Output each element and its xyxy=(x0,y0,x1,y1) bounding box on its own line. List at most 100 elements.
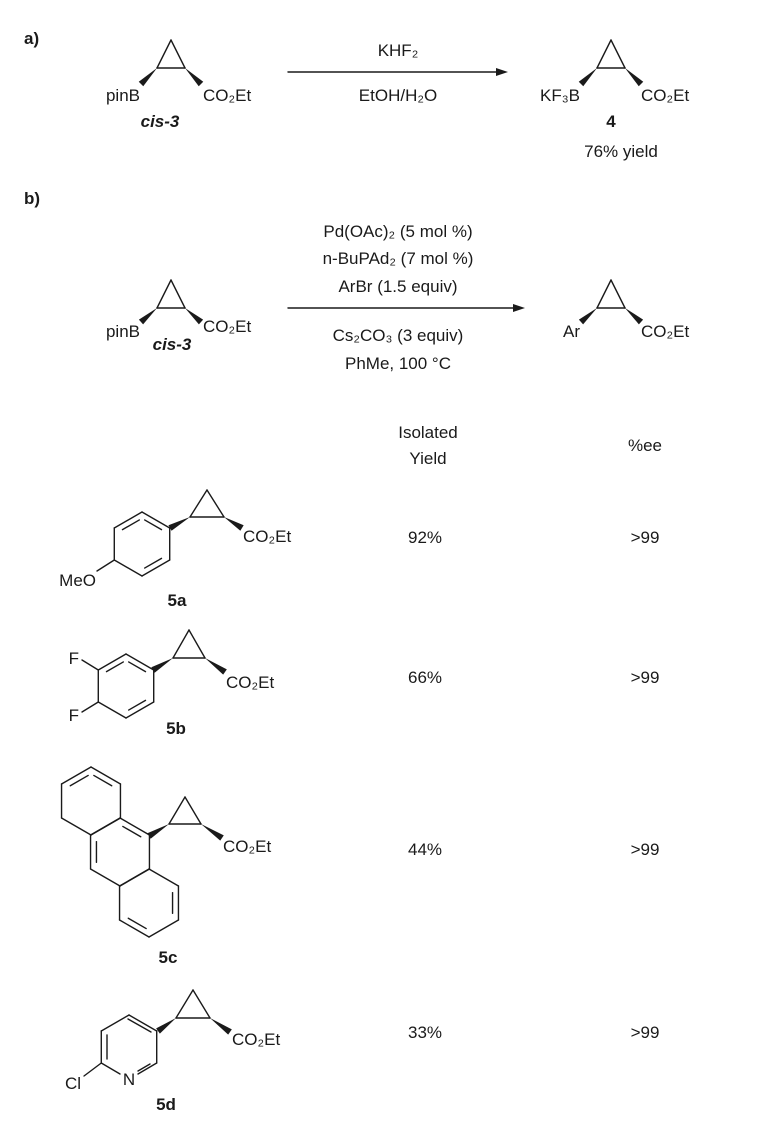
ring-bond xyxy=(141,559,171,577)
fluoro-bond xyxy=(81,701,99,713)
wedge-bond xyxy=(138,308,157,325)
cyclopropane-bond xyxy=(170,39,186,69)
5c-label: 5c xyxy=(159,948,178,967)
ring-bond xyxy=(90,766,122,785)
condition-base: Cs₂CO₃ (3 equiv) xyxy=(333,326,464,345)
cyclopropane-bond xyxy=(610,39,626,69)
chloro-bond xyxy=(83,1062,102,1077)
5d-chloro: Cl xyxy=(65,1074,81,1093)
ring-bond xyxy=(113,559,143,577)
cyclopropane-bond xyxy=(206,489,225,518)
reaction-arrow-head xyxy=(496,68,508,76)
double-bond-line xyxy=(105,661,125,673)
cyclopropane-bond xyxy=(184,796,202,825)
5d-label: 5d xyxy=(156,1095,176,1114)
5a-yield: 92% xyxy=(408,528,442,547)
product-b-ester: CO₂Et xyxy=(641,322,689,341)
ring-bond xyxy=(100,1062,121,1075)
condition-arbr: ArBr (1.5 equiv) xyxy=(338,277,457,296)
ring-bond xyxy=(119,817,151,836)
product-4-yield: 76% yield xyxy=(584,142,658,161)
header-isolated: Isolated xyxy=(398,423,458,442)
reactant-b-name: cis-3 xyxy=(153,335,192,354)
ring-bond xyxy=(125,701,155,719)
product-4-number: 4 xyxy=(606,112,616,131)
5d-nitrogen: N xyxy=(123,1070,135,1089)
double-bond-line xyxy=(69,774,89,787)
double-bond-line xyxy=(127,699,147,711)
cyclopropane-bond xyxy=(610,279,626,309)
ring-bond xyxy=(137,1062,158,1075)
ring-bond xyxy=(128,1014,158,1032)
reagent-khf2: KHF₂ xyxy=(378,41,419,60)
5d-ee: >99 xyxy=(631,1023,660,1042)
fluoro-bond xyxy=(81,659,99,671)
reactant-a-name: cis-3 xyxy=(141,112,180,131)
reactant-b-ester: CO₂Et xyxy=(203,317,251,336)
wedge-bond xyxy=(205,658,227,675)
ring-bond xyxy=(148,919,180,938)
cyclopropane-bond xyxy=(189,489,208,518)
cyclopropane-bond xyxy=(596,39,612,69)
product-b-ar: Ar xyxy=(563,322,580,341)
wedge-bond xyxy=(625,68,644,87)
ring-bond xyxy=(100,1014,130,1032)
5b-ee: >99 xyxy=(631,668,660,687)
5b-label: 5b xyxy=(166,719,186,738)
ring-bond xyxy=(125,653,155,671)
condition-ligand: n-BuPAd₂ (7 mol %) xyxy=(323,249,474,268)
reactant-a-ester: CO₂Et xyxy=(203,86,251,105)
cyclopropane-bond xyxy=(596,279,612,309)
wedge-bond xyxy=(210,1018,232,1035)
wedge-bond xyxy=(578,68,597,87)
wedge-bond xyxy=(201,824,224,841)
ring-bond xyxy=(89,817,121,836)
double-bond-line xyxy=(121,519,141,531)
header-yield: Yield xyxy=(409,449,446,468)
5c-yield: 44% xyxy=(408,840,442,859)
ring-bond xyxy=(60,766,92,785)
methoxy-bond xyxy=(96,559,115,572)
double-bond-line xyxy=(137,1063,151,1072)
5a-label: 5a xyxy=(168,591,187,610)
double-bond-line xyxy=(122,825,142,838)
5b-yield: 66% xyxy=(408,668,442,687)
cyclopropane-bond xyxy=(168,796,186,825)
double-bond-line xyxy=(143,519,163,531)
5d-ester: CO₂Et xyxy=(232,1030,280,1049)
solvent-etoh-water: EtOH/H₂O xyxy=(359,86,437,105)
product-4-kf3b: KF₃B xyxy=(540,86,580,105)
wedge-bond xyxy=(185,308,204,325)
double-bond-line xyxy=(143,557,163,569)
5c-ee: >99 xyxy=(631,840,660,859)
cyclopropane-bond xyxy=(156,279,172,309)
ring-bond xyxy=(118,919,150,938)
product-4-ester: CO₂Et xyxy=(641,86,689,105)
double-bond-line xyxy=(127,1018,152,1033)
5a-ee: >99 xyxy=(631,528,660,547)
cyclopropane-bond xyxy=(192,989,211,1019)
5c-ester: CO₂Et xyxy=(223,837,271,856)
5a-methoxy: MeO xyxy=(59,571,96,590)
condition-pd: Pd(OAc)₂ (5 mol %) xyxy=(323,222,472,241)
wedge-bond xyxy=(151,658,173,673)
ring-bond xyxy=(118,868,150,887)
wedge-bond xyxy=(625,308,644,325)
header-ee: %ee xyxy=(628,436,662,455)
wedge-bond xyxy=(224,517,244,531)
reactant-a-pinb: pinB xyxy=(106,86,140,105)
structure-bonds xyxy=(60,39,644,1077)
5b-fluoro-3: F xyxy=(69,649,79,668)
ring-bond xyxy=(89,868,121,887)
ring-bond xyxy=(97,653,127,671)
condition-solvent-temp: PhMe, 100 °C xyxy=(345,354,451,373)
double-bond-line xyxy=(93,774,113,787)
cyclopropane-bond xyxy=(188,629,206,659)
double-bond-line xyxy=(127,661,147,673)
part-a-label: a) xyxy=(24,29,39,48)
5b-ester: CO₂Et xyxy=(226,673,274,692)
ring-bond xyxy=(141,511,171,529)
cyclopropane-bond xyxy=(156,39,172,69)
5d-yield: 33% xyxy=(408,1023,442,1042)
